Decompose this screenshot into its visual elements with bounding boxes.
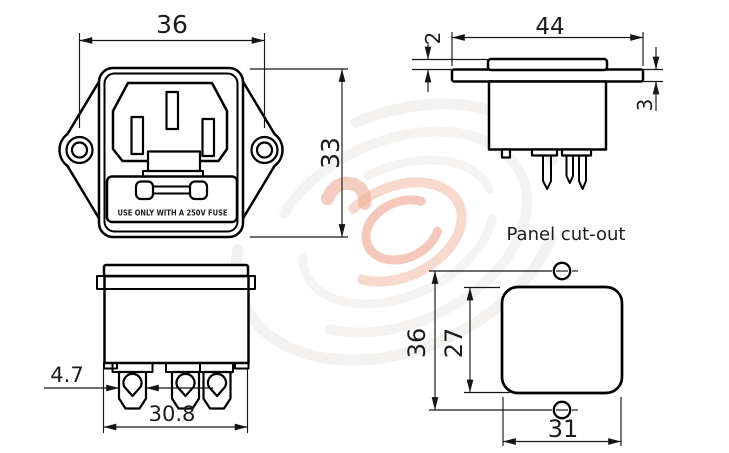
watermark-ring-inner: [298, 155, 498, 309]
cutout-width-value: 31: [548, 415, 579, 443]
watermark-swirl-outer: [329, 177, 467, 287]
bottom-view: 4.7 30.8: [44, 263, 256, 433]
bottom-width-dimension: 30.8: [102, 369, 249, 433]
terminal-1-hole: [122, 372, 143, 398]
side-boss-dimension: 2: [412, 32, 489, 92]
terminal-width-dimension: 4.7: [44, 363, 213, 392]
front-height-dimension: 33: [250, 68, 348, 238]
bottom-step-left: [103, 362, 118, 370]
side-front-boss: [486, 57, 609, 72]
terminal-width-value: 4.7: [50, 363, 83, 387]
terminal-3-hole: [206, 372, 228, 398]
front-view: USE ONLY WITH A 250V FUSE 36 33: [58, 10, 348, 239]
side-pin-2: [565, 155, 574, 184]
fuse-cap-right: [188, 180, 209, 201]
side-flange: [450, 68, 645, 83]
side-snap-stub: [500, 148, 512, 159]
mounting-hole-left-inner: [70, 141, 89, 159]
side-pin-3: [578, 155, 587, 190]
fuse-cap-left: [134, 180, 155, 201]
fuse-drawer-tab: [146, 150, 202, 173]
pin-slot-earth: [165, 90, 180, 131]
terminal-2-hole: [175, 372, 196, 398]
side-body: [487, 80, 608, 151]
side-view: 44 2 3: [412, 14, 663, 190]
pin-slot-left: [130, 115, 145, 156]
side-flange-value: 3: [633, 99, 657, 112]
panel-cutout-title: Panel cut-out: [507, 224, 626, 245]
hole-spacing-value: 36: [403, 328, 431, 359]
bottom-step-right: [234, 362, 250, 370]
front-width-dimension: 36: [78, 10, 266, 128]
terminal-collar-1: [111, 362, 154, 373]
hole-spacing-dimension: 36: [403, 270, 439, 411]
front-height-value: 33: [316, 137, 345, 169]
side-boss-value: 2: [421, 32, 445, 45]
terminal-collar-2: [165, 362, 201, 373]
terminal-collar-3: [199, 362, 234, 373]
panel-cutout-view: Panel cut-out 36 27 31: [403, 224, 625, 446]
side-pin-1: [542, 155, 552, 190]
pin-slot-right: [201, 117, 216, 158]
mounting-hole-right-inner: [255, 141, 274, 159]
side-flange-dimension: 3: [633, 47, 663, 111]
side-width-dimension: 44: [451, 14, 644, 66]
watermark-comma: [320, 176, 372, 210]
front-width-value: 36: [156, 10, 188, 39]
fuse-warning-label: USE ONLY WITH A 250V FUSE: [118, 208, 228, 218]
side-terminal-tab-2: [560, 148, 593, 157]
watermark-swirl-c: [361, 195, 442, 265]
bottom-width-value: 30.8: [149, 402, 196, 426]
side-terminal-tab-1: [530, 148, 559, 157]
side-width-value: 44: [535, 14, 564, 40]
cutout-height-value: 27: [440, 328, 468, 359]
cutout-height-dimension: 27: [440, 286, 510, 394]
cutout-width-dimension: 31: [502, 397, 622, 446]
bottom-cover-cap: [102, 263, 250, 278]
panel-cutout-opening: [500, 285, 624, 395]
front-body-inner-outline: [103, 72, 239, 233]
